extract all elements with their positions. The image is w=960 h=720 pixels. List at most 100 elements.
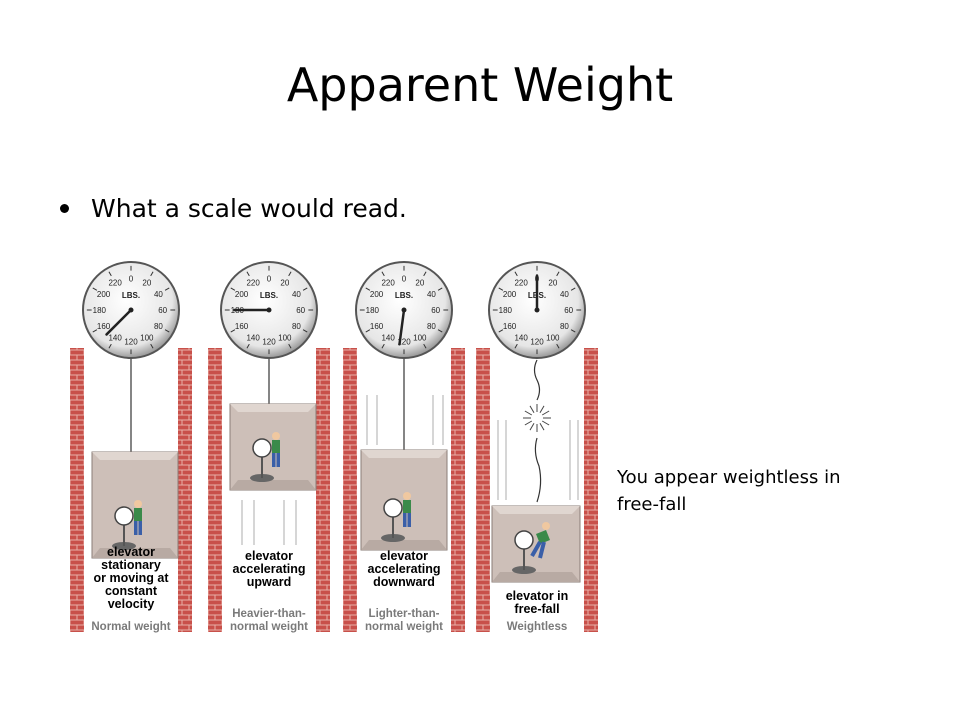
panel-label-line: free-fall [514,602,559,616]
elevator-car-top [492,506,580,514]
elevator-car [491,505,581,583]
worker-leg [538,541,546,559]
dial-tick-mark [302,287,308,291]
snap-burst-ray [529,405,535,414]
snap-burst-ray [524,410,533,416]
dial-tick-mark [150,343,154,349]
dial-needle [105,308,133,336]
panel-label-line: stationary [101,558,161,572]
dial-tick-label: 220 [246,279,260,288]
dial-tick-mark [570,329,576,333]
panel-sub-label-line: Normal weight [91,621,170,633]
dial-tick-label: 20 [415,279,424,288]
panel-label-line: elevator [245,549,293,563]
panel-label-line: elevator [107,545,155,559]
dial-unit-label: LBS. [395,291,413,300]
worker-leg [530,541,542,557]
elevator-car-floor [92,548,178,558]
dial-tick-mark [92,329,98,333]
brick-wall-right [316,348,330,632]
worker-leg [403,513,407,527]
dial-tick-mark [556,271,560,277]
dial-tick-label: 120 [397,338,411,347]
panel-sub-label-line: Weightless [507,621,568,633]
dial-tick-mark [164,329,170,333]
dial-tick-label: 200 [503,290,517,299]
panel-sub-label-line: Lighter-than- [369,608,440,620]
slide-title: Apparent Weight [286,58,674,112]
free-fall-note: You appear weightless in free-fall [617,467,841,515]
dial-needle [398,308,406,346]
snap-burst-ray [539,422,545,431]
dial-tick-label: 100 [413,333,427,342]
dial-tick-mark [437,329,443,333]
dial-tick-label: 120 [530,338,544,347]
dial-tick-mark [514,271,518,277]
dial-tick-mark [230,329,236,333]
worker-leg [276,453,280,467]
worker-shirt [536,530,550,544]
dial-tick-label: 80 [292,322,301,331]
dial-tick-mark [246,343,250,349]
brick-wall-right [451,348,465,632]
worker-head [272,432,280,440]
dial-hub [534,307,540,313]
dial-tick-label: 20 [142,279,151,288]
dial-tick-mark [164,287,170,291]
elevator-car-top [361,450,447,458]
worker-leg [134,521,138,535]
dial-tick-mark [302,329,308,333]
dial-tick-mark [230,287,236,291]
dial-tick-mark [570,287,576,291]
bullet-text: What a scale would read. [91,194,407,223]
dial-tick-label: 180 [499,306,513,315]
dial-tick-label: 120 [262,338,276,347]
dial-tick-label: 180 [366,306,380,315]
panel-label-line: constant [105,584,158,598]
scale-mini-dial [114,506,134,526]
dial-tick-label: 100 [140,333,154,342]
dial-tick-mark [498,329,504,333]
panel-label-line: elevator in [506,589,569,603]
dial-tick-label: 140 [108,333,122,342]
elevator-car-top [92,452,178,460]
snap-burst-ray [539,405,545,414]
worker-leg [407,513,411,527]
dial-tick-mark [381,343,385,349]
dial-tick-label: 140 [381,333,395,342]
dial-tick-label: 180 [93,306,107,315]
dial-tick-mark [365,287,371,291]
worker-leg [138,521,142,535]
worker-leg [272,453,276,467]
dial-tick-label: 0 [267,274,272,283]
dial-tick-mark [288,271,292,277]
panel-sub-label-line: normal weight [230,621,308,633]
dial-tick-label: 160 [235,322,249,331]
worker-head [542,522,550,530]
worker-head [403,492,411,500]
dial-tick-mark [288,343,292,349]
dial-tick-mark [108,343,112,349]
dial-tick-label: 60 [158,306,167,315]
snap-burst-ray [541,420,550,426]
elevator-car-floor [361,540,447,550]
dial-tick-label: 140 [246,333,260,342]
panel-label-line: elevator [380,549,428,563]
worker-shirt [134,508,142,521]
dial-tick-label: 0 [402,274,407,283]
dial-tick-label: 20 [280,279,289,288]
dial-tick-label: 20 [548,279,557,288]
brick-wall-left [208,348,222,632]
snap-burst-ray [529,422,535,431]
dial-tick-label: 220 [108,279,122,288]
dial-tick-mark [423,271,427,277]
dial-tick-label: 80 [154,322,163,331]
dial-tick-label: 80 [560,322,569,331]
dial-tick-label: 140 [514,333,528,342]
brick-wall-left [343,348,357,632]
panel-label-line: accelerating [368,562,441,576]
dial-tick-label: 200 [97,290,111,299]
elevator-car-top [230,404,316,412]
